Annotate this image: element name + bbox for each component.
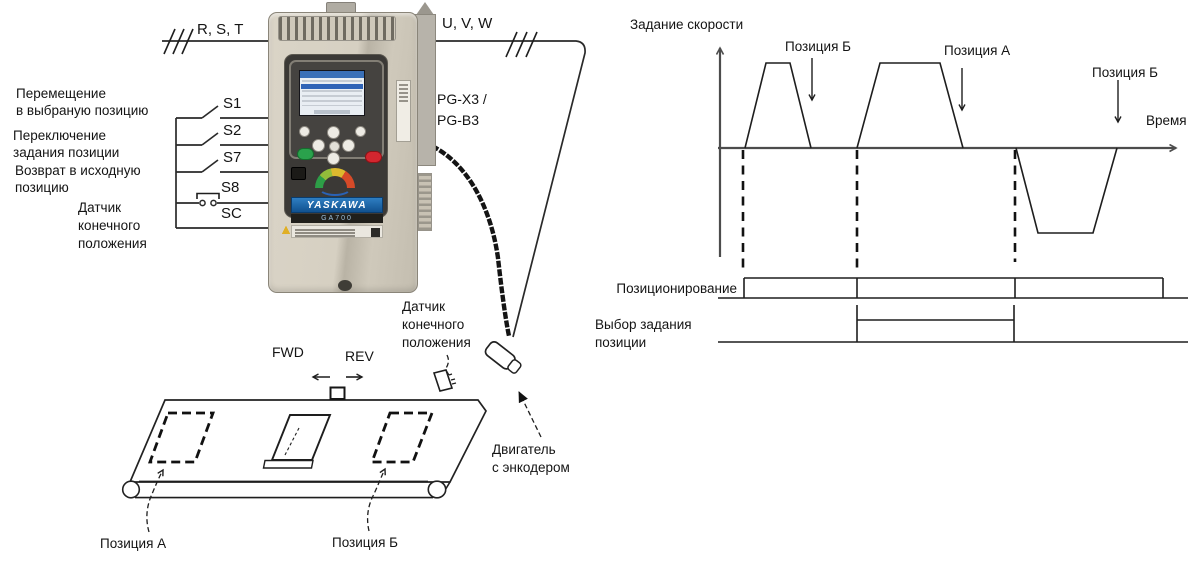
positioning-signal-label: Позиционирование [616, 281, 737, 296]
stop-button [365, 151, 382, 163]
terminal-s7-label: S7 [223, 149, 242, 166]
function-label-switch-1: Переключение [13, 128, 107, 143]
encoder-cable [431, 144, 512, 337]
rating-sticker [291, 225, 383, 238]
keypad-bezel [289, 60, 384, 165]
leader-arrow-position-b [366, 469, 385, 532]
output-phases-label: U, V, W [442, 15, 493, 32]
position-a-label: Позиция А [100, 536, 167, 551]
annotation-position-b-1: Позиция Б [785, 39, 851, 54]
lcd-footer-bar [314, 110, 350, 114]
motor-power-line [432, 31, 586, 338]
motor-label-2: с энкодером [492, 460, 570, 475]
speed-trapezoid-3 [1015, 147, 1118, 234]
side-spec-label [396, 80, 411, 142]
time-axis-label: Время [1146, 113, 1187, 128]
front-panel: YASKAWA GA700 [284, 54, 388, 238]
position-b-marker [369, 411, 435, 464]
lcd-selected-row [301, 84, 363, 89]
side-vents [418, 173, 432, 231]
roller-right [427, 480, 447, 499]
leader-arrow-position-a [146, 470, 163, 533]
timing-chart [718, 48, 1188, 343]
function-label-move-1: Перемещение [16, 86, 106, 101]
function-label-switch-2: задания позиции [13, 145, 120, 160]
encoder-option-label-2: PG-B3 [437, 112, 480, 128]
input-phases-label: R, S, T [197, 21, 244, 38]
lcd-screen [299, 70, 365, 116]
drive-image: YASKAWA GA700 [268, 2, 438, 295]
down-key [327, 152, 340, 165]
function-label-home-1: Возврат в исходную [15, 163, 141, 178]
yaskawa-logo: YASKAWA [291, 197, 383, 213]
function-label-move-2: в выбраную позицию [16, 103, 149, 118]
limit-sensor-label-1: Датчик [402, 299, 446, 314]
terminal-s2-label: S2 [223, 122, 242, 139]
motor-with-encoder [484, 341, 522, 374]
terminal-switch [291, 167, 306, 180]
limit-sensor [432, 354, 457, 392]
workpiece [262, 414, 332, 469]
phase-slashes-input [163, 28, 194, 55]
position-select-signal-label-2: позиции [595, 335, 647, 350]
roller-left [121, 480, 141, 499]
phase-slashes-output [505, 31, 538, 58]
function-label-limit-1: Датчик [78, 200, 122, 215]
mount-bracket-tab [416, 2, 434, 15]
function-label-limit-2: конечного [78, 218, 141, 233]
motor-pointer-arrow [518, 391, 542, 438]
encoder-option-label-1: PG-X3 / [437, 91, 487, 107]
fwd-label: FWD [272, 344, 304, 360]
function-label-home-2: позицию [15, 180, 69, 195]
position-a-marker [147, 411, 216, 464]
terminal-s8-label: S8 [221, 179, 240, 196]
drive-model-label: GA700 [291, 214, 383, 223]
limit-sensor-label-3: положения [402, 335, 471, 350]
belt-origin-square [329, 386, 346, 400]
annotation-position-b-2: Позиция Б [1092, 65, 1158, 80]
position-select-signal-label-1: Выбор задания [595, 317, 692, 332]
rev-label: REV [345, 348, 374, 364]
reset-key [355, 126, 366, 137]
right-key [342, 139, 355, 152]
terminal-s1-label: S1 [223, 95, 242, 112]
up-key [327, 126, 340, 139]
limit-sensor-label-2: конечного [402, 317, 465, 332]
speed-ref-axis-label: Задание скорости [630, 17, 744, 32]
function-label-limit-3: положения [78, 236, 147, 251]
esc-key [299, 126, 310, 137]
heatsink-vents [278, 16, 396, 41]
position-b-label: Позиция Б [332, 535, 398, 550]
speed-trapezoid-2 [856, 62, 964, 149]
speed-trapezoid-1 [744, 62, 812, 149]
terminal-sc-label: SC [221, 205, 242, 222]
run-button [297, 148, 314, 160]
left-key [312, 139, 325, 152]
mounting-hole [338, 280, 352, 291]
motor-label-1: Двигатель [492, 442, 556, 457]
enter-key [328, 140, 340, 152]
warning-labels [282, 226, 410, 286]
annotation-position-a: Позиция А [944, 43, 1011, 58]
lcd-header-bar [300, 71, 364, 78]
blue-gauge-arc [318, 179, 352, 196]
